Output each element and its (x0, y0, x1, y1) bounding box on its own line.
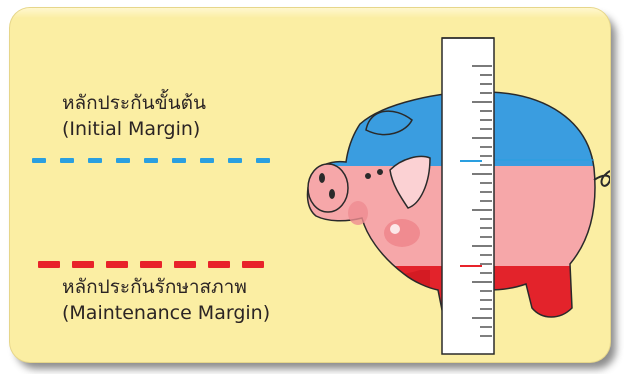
measuring-ruler (441, 37, 495, 355)
initial-margin-english: (Initial Margin) (62, 118, 201, 140)
pig-cheek (384, 219, 420, 247)
pig-ear-front (389, 155, 431, 209)
pig-ear (365, 110, 413, 136)
piggy-bank-illustration (306, 37, 610, 355)
maintenance-margin-english: (Maintenance Margin) (62, 302, 271, 324)
maintenance-margin-label: หลักประกันรักษาสภาพ (Maintenance Margin) (62, 274, 270, 326)
pig-eye (365, 173, 371, 179)
initial-margin-thai: หลักประกันขั้นต้น (62, 92, 206, 114)
pig-snout (307, 163, 349, 213)
pig-tail (593, 170, 610, 187)
maintenance-margin-thai: หลักประกันรักษาสภาพ (62, 276, 247, 298)
diagram-card: หลักประกันขั้นต้น (Initial Margin) หลักป… (10, 8, 610, 362)
initial-margin-label: หลักประกันขั้นต้น (Initial Margin) (62, 90, 206, 142)
